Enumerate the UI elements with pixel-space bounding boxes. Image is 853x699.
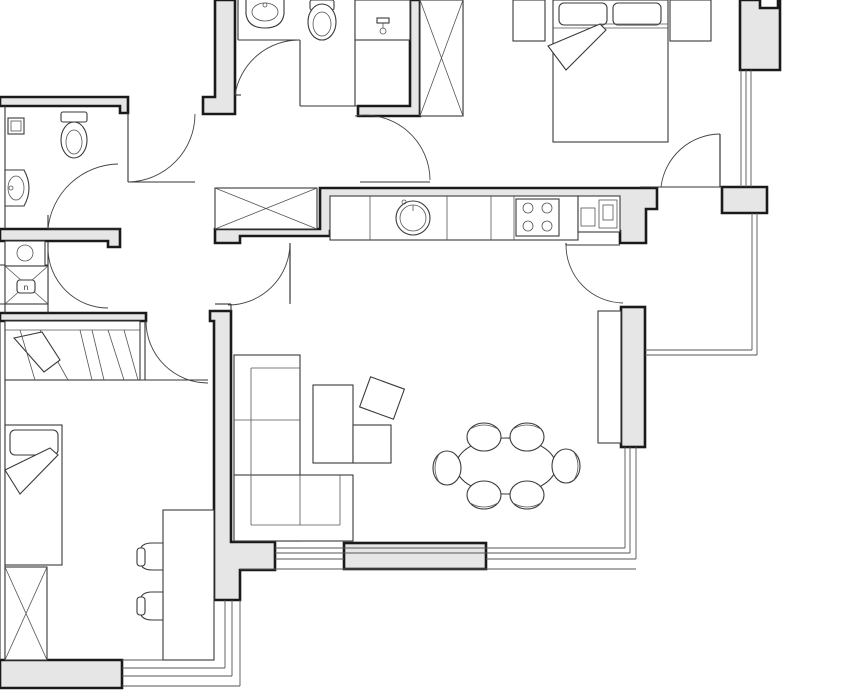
shower-icon: n [4,265,49,305]
washbasin-icon [245,0,285,29]
laundry: n [4,240,49,305]
bedroom-top-right [512,0,712,143]
doors [47,39,721,384]
bathroom-top [245,0,464,117]
sofa-icon [233,354,354,542]
sideboard-icon [597,310,622,444]
toilet-icon [60,111,88,159]
door [227,242,291,306]
door [127,113,196,183]
wall-segment [619,305,647,449]
wall-segment [208,309,277,602]
door [47,163,120,230]
sink-icon [395,199,431,236]
chair-icon [509,480,545,510]
hall [214,187,318,230]
wall-segment [0,311,148,323]
wall-segment [720,185,769,215]
door [140,320,209,384]
washing-machine-icon [4,240,46,267]
door [47,247,109,309]
svg-text:n: n [23,283,28,292]
wall-segment [0,95,130,115]
nightstand-icon [512,0,546,42]
wardrobe-icon [4,320,141,381]
bathroom-left [4,111,88,207]
door [565,243,624,304]
coffee-table [312,384,354,464]
wall-segment [201,0,237,116]
wardrobe-icon [669,0,712,42]
living-room [233,310,622,542]
door [354,114,431,183]
washbasin-icon [4,169,30,207]
oven-icon [577,195,621,233]
side-table [352,424,392,464]
storage-cabinet-icon [214,187,318,230]
door [234,39,301,106]
toilet-icon [307,0,337,41]
chair-icon [466,422,502,452]
wall-segment [342,541,488,571]
chair-icon [466,480,502,510]
door [660,133,721,188]
chair-icon [432,450,462,486]
shower-icon [354,0,411,41]
storage-cabinet-icon [419,0,464,117]
chair-icon [136,542,164,571]
wall-segment [0,658,124,690]
armchair-icon [358,376,406,420]
cooktop-icon [515,198,560,237]
bedroom-left [4,320,215,661]
desk-icon [162,509,215,661]
chair-icon [509,422,545,452]
windows [122,70,758,687]
chair-icon [551,448,581,484]
wall-segment [738,0,782,72]
shelf [7,117,25,135]
chair-icon [136,591,164,621]
single-bed-icon [4,424,63,566]
storage-cabinet-icon [4,566,48,661]
double-bed-icon [547,0,669,143]
kitchen [329,195,621,241]
